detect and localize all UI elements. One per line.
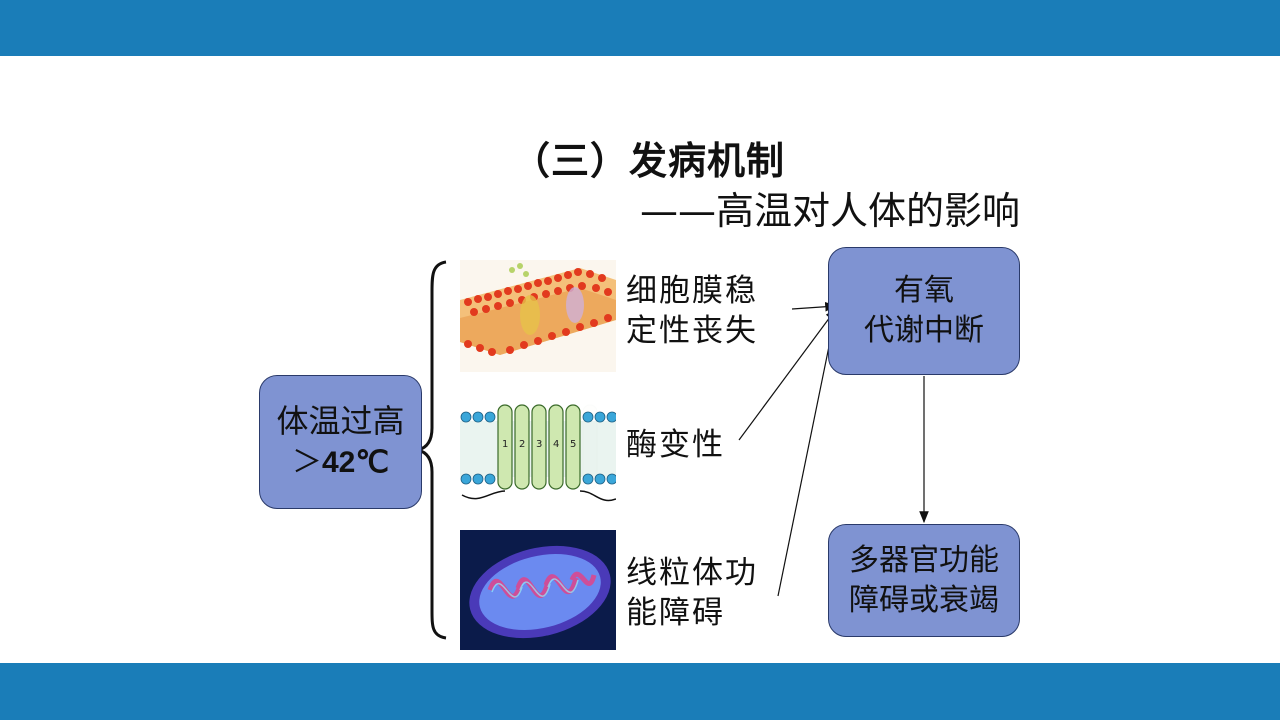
effect-membrane-line1: 细胞膜稳 <box>626 273 758 309</box>
svg-text:5: 5 <box>570 439 576 450</box>
organ-failure-box: 多器官功能 障碍或衰竭 <box>828 524 1020 637</box>
svg-text:2: 2 <box>519 439 525 450</box>
effect-mito-line1: 线粒体功 <box>626 555 758 591</box>
bottom-banner <box>0 663 1280 720</box>
arrow-enzyme-to-aerobic <box>738 308 837 441</box>
aerobic-metabolism-box: 有氧 代谢中断 <box>828 247 1020 375</box>
temperature-value: 42℃ <box>321 446 390 479</box>
arrow-mito-to-aerobic <box>777 310 839 597</box>
effect-mito-line2: 能障碍 <box>626 595 725 631</box>
effect-membrane-line2: 定性丧失 <box>626 313 758 349</box>
greater-than-sign: ＞ <box>291 445 322 480</box>
effect-label-enzyme: 酶变性 <box>626 425 725 465</box>
cause-line2: ＞42℃ <box>292 442 389 484</box>
effect-enzyme-line1: 酶变性 <box>626 427 725 463</box>
svg-text:1: 1 <box>502 439 508 450</box>
effect-label-mitochondria: 线粒体功 能障碍 <box>626 553 758 633</box>
slide-subtitle: ——高温对人体的影响 <box>640 189 1021 233</box>
effect-label-membrane: 细胞膜稳 定性丧失 <box>626 271 758 351</box>
organ-line2: 障碍或衰竭 <box>849 582 999 618</box>
svg-text:3: 3 <box>536 439 542 450</box>
svg-text:4: 4 <box>553 439 559 450</box>
aerobic-line2: 代谢中断 <box>864 313 984 348</box>
curly-brace <box>417 260 447 640</box>
cause-box: 体温过高 ＞42℃ <box>259 375 422 509</box>
mitochondria-illustration <box>460 530 616 650</box>
aerobic-line1: 有氧 <box>894 273 954 308</box>
organ-line1: 多器官功能 <box>849 542 999 578</box>
slide-title: （三）发病机制 <box>512 139 786 183</box>
cause-line1: 体温过高 <box>276 402 405 440</box>
cell-membrane-illustration <box>460 260 616 372</box>
top-banner <box>0 0 1280 56</box>
